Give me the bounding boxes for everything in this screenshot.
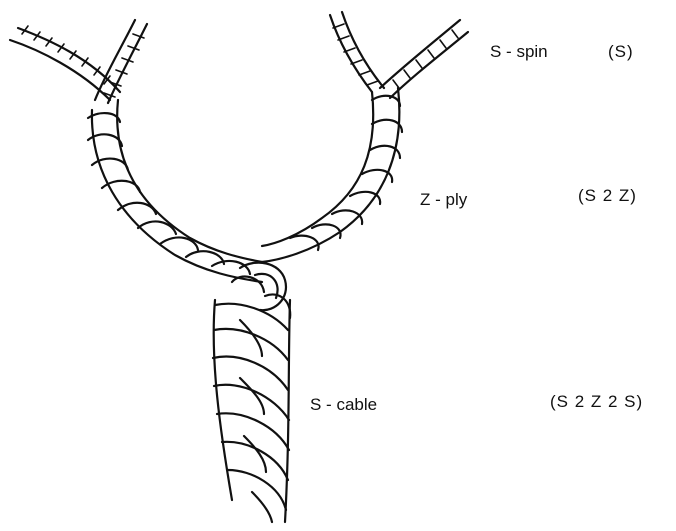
- left-plied-strand: [88, 100, 262, 282]
- ply-label: Z - ply: [420, 190, 467, 210]
- cable-code: (S 2 Z 2 S): [550, 392, 643, 412]
- left-spun-yarn: [10, 20, 147, 103]
- ply-code: (S 2 Z): [578, 186, 637, 206]
- cabled-rope: [213, 300, 290, 522]
- cable-label: S - cable: [310, 395, 377, 415]
- right-plied-strand: [262, 88, 402, 262]
- right-spun-yarn: [330, 12, 468, 98]
- spin-code: (S): [608, 42, 634, 62]
- spin-label: S - spin: [490, 42, 548, 62]
